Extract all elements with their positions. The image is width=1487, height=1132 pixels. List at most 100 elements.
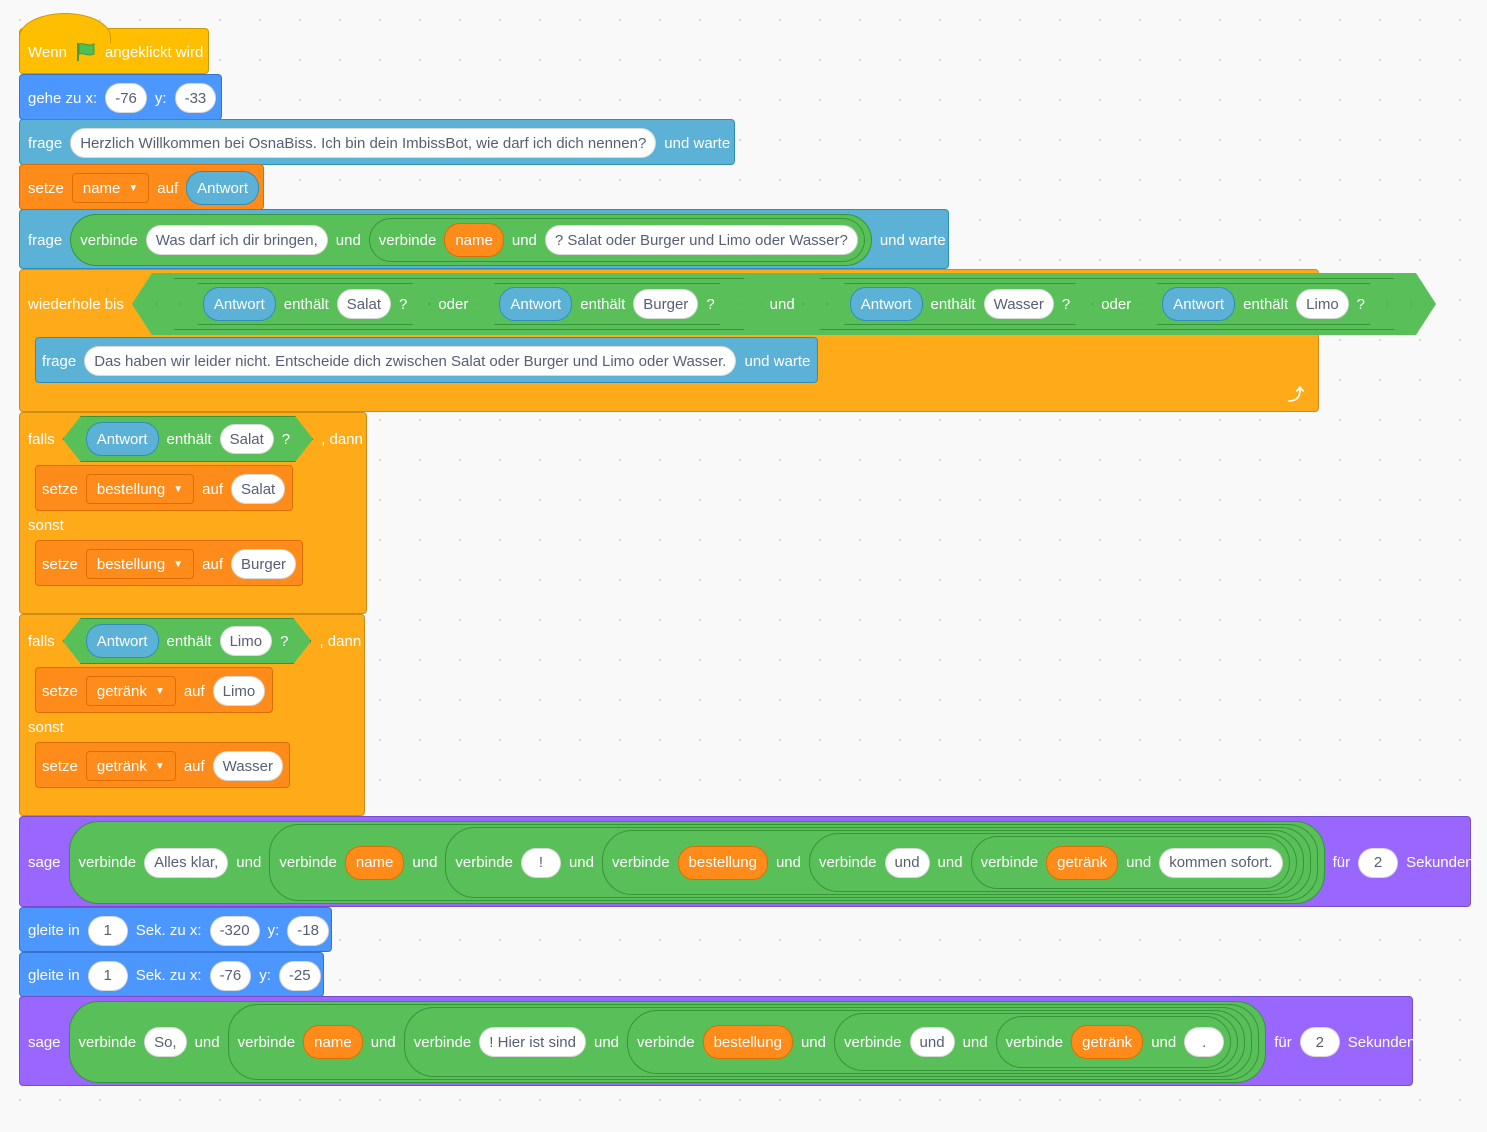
when-flag-clicked-block[interactable]: Wenn angeklickt wird bbox=[19, 13, 209, 74]
set-variable-block[interactable]: setze getränk▼ auf Limo bbox=[35, 667, 273, 713]
join-reporter[interactable]: verbinde Was darf ich dir bringen, und v… bbox=[70, 214, 872, 266]
bestellung-variable-reporter[interactable]: bestellung bbox=[702, 1025, 793, 1059]
join-text-input[interactable]: ! Hier ist sind bbox=[479, 1027, 586, 1057]
join-reporter[interactable]: verbinde und und verbinde getränk und ko… bbox=[808, 833, 1297, 892]
join-reporter[interactable]: verbinde und und verbinde getränk und . bbox=[833, 1013, 1239, 1071]
join-text-input[interactable]: kommen sofort. bbox=[1159, 847, 1283, 878]
answer-reporter[interactable]: Antwort bbox=[203, 287, 276, 321]
glide-secs-input[interactable]: 1 bbox=[87, 915, 128, 946]
join-reporter[interactable]: verbinde getränk und kommen sofort. bbox=[970, 836, 1290, 889]
join-text-input[interactable]: und bbox=[909, 1027, 955, 1057]
name-variable-reporter[interactable]: name bbox=[444, 223, 504, 257]
contains-condition[interactable]: Antwort enthält Limo ? bbox=[1139, 283, 1388, 325]
or-condition-left[interactable]: Antwort enthält Salat ? oder Antwort ent… bbox=[156, 278, 762, 330]
join-text-input[interactable]: . bbox=[1184, 1027, 1225, 1057]
set-value-input[interactable]: Wasser bbox=[212, 751, 283, 781]
contains-condition[interactable]: Antwort enthält Wasser ? bbox=[827, 283, 1094, 325]
contains-value-input[interactable]: Burger bbox=[633, 289, 698, 319]
answer-reporter[interactable]: Antwort bbox=[850, 287, 923, 321]
answer-reporter[interactable]: Antwort bbox=[499, 287, 572, 321]
variable-dropdown[interactable]: name▼ bbox=[71, 173, 150, 203]
join-reporter[interactable]: verbinde bestellung und verbinde und und… bbox=[627, 1010, 1246, 1074]
join-text-input[interactable]: So, bbox=[144, 1027, 187, 1057]
ask-suffix: und warte bbox=[664, 134, 731, 152]
answer-reporter[interactable]: Antwort bbox=[186, 171, 260, 205]
goto-x-input[interactable]: -76 bbox=[105, 83, 147, 113]
glide-to-xy-block-2[interactable]: gleite in 1 Sek. zu x: -76 y: -25 bbox=[19, 952, 324, 997]
join-reporter[interactable]: verbinde Alles klar, und verbinde name u… bbox=[68, 821, 1325, 904]
set-value-input[interactable]: Limo bbox=[212, 676, 266, 706]
answer-reporter[interactable]: Antwort bbox=[86, 624, 159, 658]
name-variable-reporter[interactable]: name bbox=[344, 845, 405, 880]
variable-dropdown[interactable]: bestellung▼ bbox=[85, 474, 195, 504]
contains-value-input[interactable]: Wasser bbox=[984, 289, 1054, 319]
or-label: oder bbox=[1101, 295, 1132, 313]
getraenk-variable-reporter[interactable]: getränk bbox=[1046, 845, 1119, 880]
contains-condition[interactable]: Antwort enthält Salat ? bbox=[63, 416, 313, 462]
ask-suffix: und warte bbox=[744, 352, 811, 370]
glide-y-input[interactable]: -25 bbox=[278, 960, 321, 991]
goto-xy-block[interactable]: gehe zu x: -76 y: -33 bbox=[19, 74, 222, 120]
join-reporter[interactable]: verbinde ! Hier ist sind und verbinde be… bbox=[403, 1007, 1253, 1077]
ask-and-wait-block[interactable]: frage Herzlich Willkommen bei OsnaBiss. … bbox=[19, 119, 735, 165]
join-text-input[interactable]: Alles klar, bbox=[144, 847, 229, 878]
join-text-input[interactable]: ! bbox=[520, 847, 561, 878]
join-reporter[interactable]: verbinde So, und verbinde name und verbi… bbox=[68, 1001, 1267, 1083]
say-for-secs-block-2[interactable]: sage verbinde So, und verbinde name und … bbox=[19, 996, 1415, 1086]
ask-text-input[interactable]: Herzlich Willkommen bei OsnaBiss. Ich bi… bbox=[70, 128, 657, 158]
name-variable-reporter[interactable]: name bbox=[303, 1025, 363, 1059]
join-label: verbinde bbox=[78, 854, 137, 871]
say-for-secs-block[interactable]: sage verbinde Alles klar, und verbinde n… bbox=[19, 816, 1474, 907]
join-reporter[interactable]: verbinde name und verbinde ! und verbind… bbox=[269, 824, 1318, 901]
variable-dropdown[interactable]: getränk▼ bbox=[85, 676, 176, 706]
glide-to-xy-block[interactable]: gleite in 1 Sek. zu x: -320 y: -18 bbox=[19, 907, 332, 952]
set-value-input[interactable]: Burger bbox=[231, 549, 297, 579]
join-reporter[interactable]: verbinde getränk und . bbox=[995, 1016, 1232, 1068]
contains-value-input[interactable]: Limo bbox=[1296, 289, 1349, 319]
or-condition-right[interactable]: Antwort enthält Wasser ? oder Antwort en… bbox=[803, 278, 1412, 330]
set-variable-block[interactable]: setze getränk▼ auf Wasser bbox=[35, 742, 290, 788]
glide-x-input[interactable]: -320 bbox=[209, 915, 260, 946]
contains-value-input[interactable]: Limo bbox=[220, 626, 273, 656]
glide-y-input[interactable]: -18 bbox=[287, 915, 329, 946]
join-label: verbinde bbox=[637, 1033, 695, 1051]
glide-x-input[interactable]: -76 bbox=[209, 960, 252, 991]
answer-reporter[interactable]: Antwort bbox=[86, 422, 159, 456]
join-reporter-inner[interactable]: verbinde name und ? Salat oder Burger un… bbox=[368, 218, 865, 262]
join-and: und bbox=[194, 1033, 220, 1051]
glide-secs-input[interactable]: 1 bbox=[87, 960, 128, 991]
join-text-input[interactable]: Was darf ich dir bringen, bbox=[145, 225, 328, 255]
join-reporter[interactable]: verbinde ! und verbinde bestellung und v… bbox=[445, 827, 1311, 898]
ask-text-input[interactable]: Das haben wir leider nicht. Entscheide d… bbox=[84, 346, 737, 376]
set-variable-block[interactable]: setze bestellung▼ auf Salat bbox=[35, 465, 293, 511]
ask-and-wait-block-inner[interactable]: frage Das haben wir leider nicht. Entsch… bbox=[35, 337, 818, 383]
repeat-until-block[interactable]: wiederhole bis Antwort enthält Salat ? o… bbox=[19, 269, 1319, 412]
getraenk-variable-reporter[interactable]: getränk bbox=[1071, 1025, 1144, 1059]
seconds-input[interactable]: 2 bbox=[1358, 847, 1399, 878]
answer-reporter[interactable]: Antwort bbox=[1162, 287, 1235, 321]
if-else-block[interactable]: falls Antwort enthält Salat ? , dann set… bbox=[19, 412, 367, 614]
or-condition[interactable]: Antwort enthält Salat ? oder Antwort ent… bbox=[132, 273, 1436, 335]
contains-condition[interactable]: Antwort enthält Burger ? bbox=[476, 283, 737, 325]
join-reporter[interactable]: verbinde bestellung und verbinde und und… bbox=[602, 830, 1304, 895]
contains-condition[interactable]: Antwort enthält Salat ? bbox=[180, 283, 430, 325]
variable-dropdown[interactable]: getränk▼ bbox=[85, 751, 176, 781]
join-reporter[interactable]: verbinde name und verbinde ! Hier ist si… bbox=[227, 1004, 1260, 1080]
ask-and-wait-block-2[interactable]: frage verbinde Was darf ich dir bringen,… bbox=[19, 209, 949, 269]
set-variable-block[interactable]: setze name▼ auf Antwort bbox=[19, 164, 264, 210]
contains-value-input[interactable]: Salat bbox=[220, 424, 274, 454]
seconds-input[interactable]: 2 bbox=[1299, 1027, 1340, 1057]
set-variable-block[interactable]: setze bestellung▼ auf Burger bbox=[35, 540, 303, 586]
if-else-block-2[interactable]: falls Antwort enthält Limo ? , dann setz… bbox=[19, 614, 365, 816]
join-text-input[interactable]: ? Salat oder Burger und Limo oder Wasser… bbox=[544, 225, 858, 255]
variable-dropdown[interactable]: bestellung▼ bbox=[85, 549, 195, 579]
goto-y-input[interactable]: -33 bbox=[174, 83, 217, 113]
ask-label: frage bbox=[28, 231, 63, 249]
join-text-input[interactable]: und bbox=[884, 847, 930, 878]
contains-value-input[interactable]: Salat bbox=[337, 289, 391, 319]
join-label: verbinde bbox=[78, 1033, 137, 1051]
for-label: für bbox=[1332, 854, 1351, 871]
contains-condition[interactable]: Antwort enthält Limo ? bbox=[63, 618, 312, 664]
set-value-input[interactable]: Salat bbox=[231, 474, 286, 504]
bestellung-variable-reporter[interactable]: bestellung bbox=[677, 845, 768, 880]
